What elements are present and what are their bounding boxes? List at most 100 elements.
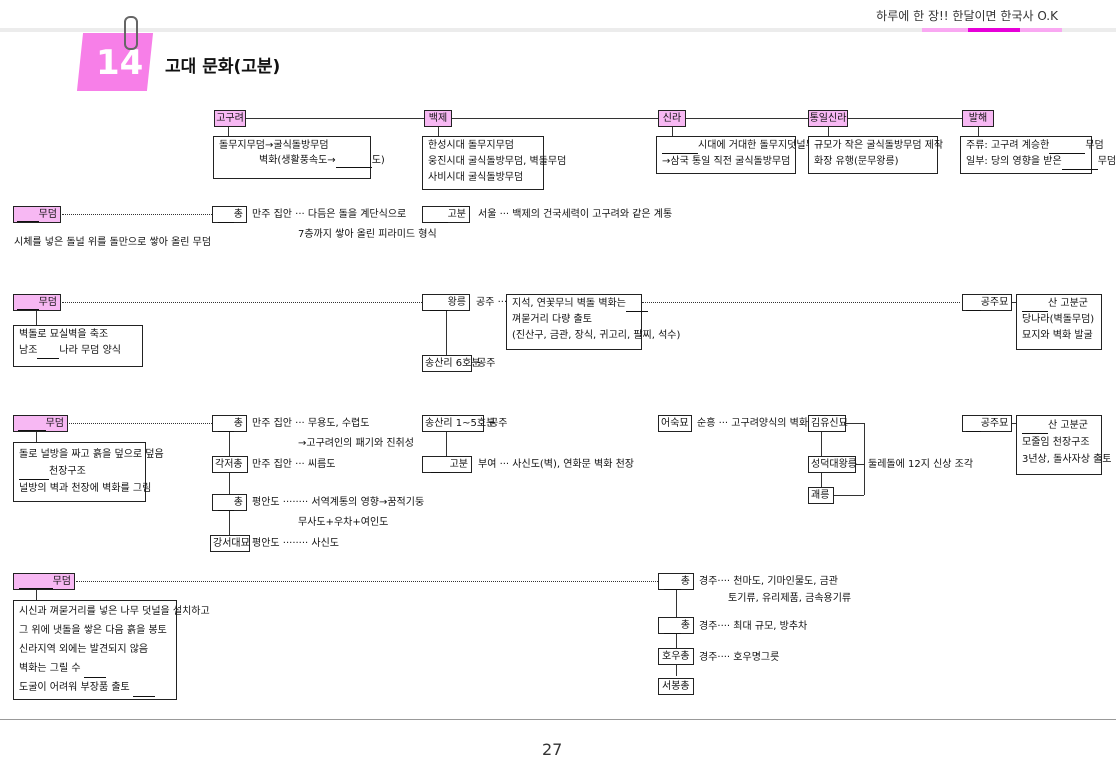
suffix: 왕릉 bbox=[447, 297, 466, 308]
blank bbox=[1022, 300, 1048, 312]
connector bbox=[36, 590, 37, 600]
connector bbox=[446, 432, 447, 456]
connector bbox=[1012, 302, 1016, 303]
r4-sl1-text2: 토기류, 유리제품, 금속용기류 bbox=[728, 593, 852, 604]
desc-text: 도굴이 어려워 부장품 출토 bbox=[19, 682, 130, 693]
col-silla: 신라 bbox=[658, 110, 686, 127]
r3-seongdeok-tomb: 성덕대왕릉 bbox=[808, 456, 857, 473]
suffix: 고분 bbox=[449, 459, 468, 470]
blank bbox=[430, 462, 450, 473]
desc-line: 돌로 널방을 짜고 흙을 덮으로 덮음 bbox=[19, 449, 164, 460]
loc-text: 공주 bbox=[476, 297, 495, 308]
blank bbox=[132, 685, 155, 697]
header-slogan: 하루에 한 장!! 한달이면 한국사 O.K bbox=[876, 9, 1058, 23]
blank bbox=[429, 212, 448, 223]
r4-sl1-tomb: 총 bbox=[658, 573, 694, 590]
label-text: 무덤 bbox=[38, 297, 57, 308]
desc-line: 산 고분군 bbox=[1022, 417, 1096, 434]
suffix: 공주묘 bbox=[980, 418, 1009, 429]
connector bbox=[1012, 423, 1016, 424]
desc-text: 산 고분군 bbox=[1048, 298, 1088, 309]
blank bbox=[83, 666, 106, 678]
r4-sl3-text: 경주···· 호우명그릇 bbox=[699, 652, 780, 663]
r3-eosukmyo: 어숙묘 bbox=[658, 415, 692, 432]
desc-line: 벽화는 그릴 수 bbox=[19, 659, 171, 678]
suffix: 공주묘 bbox=[980, 297, 1009, 308]
blank bbox=[37, 347, 60, 359]
blank bbox=[16, 210, 39, 222]
r3-ts-text: 둘레돌에 12지 신상 조각 bbox=[868, 459, 974, 470]
blank bbox=[664, 579, 681, 590]
desc-line: 천장구조 bbox=[19, 463, 140, 480]
desc-text: 나라 무덤 양식 bbox=[59, 345, 121, 356]
desc-line: 산 고분군 bbox=[1022, 296, 1096, 312]
r4-seobongchong: 서봉총 bbox=[658, 678, 694, 695]
dotted-connector bbox=[69, 423, 212, 424]
chapter-number: 14 bbox=[96, 43, 144, 83]
blank bbox=[966, 300, 981, 311]
blank bbox=[217, 212, 234, 223]
connector bbox=[834, 495, 864, 496]
r3-songsanri-1-5: 송산리 1~5호분 bbox=[422, 415, 495, 432]
desc-line: 널방의 벽과 천장에 벽화를 그림 bbox=[19, 483, 152, 494]
desc-text: 주류: 고구려 계승한 bbox=[966, 140, 1050, 151]
blank bbox=[335, 156, 372, 168]
r1-desc: 시체를 넣은 돌널 위를 돌만으로 쌓아 올린 무덤 bbox=[14, 237, 212, 248]
r1-label: 무덤 bbox=[13, 206, 61, 223]
desc-line: 지석, 연꽃무늬 벽돌 벽화는 bbox=[512, 296, 648, 312]
r2-balhae-tomb: 공주묘 bbox=[962, 294, 1012, 311]
blank bbox=[662, 142, 698, 154]
desc-line: 당나라(벽돌무덤) bbox=[1022, 314, 1095, 325]
blank bbox=[664, 623, 681, 634]
r2-baekje-royal-tomb: 왕릉 bbox=[422, 294, 470, 311]
desc-line: 규모가 작은 굴식돌방무덤 제작 bbox=[814, 140, 944, 151]
desc-text: 벽화(생활풍속도→ bbox=[259, 155, 336, 166]
desc-line: 사비시대 굴식돌방무덤 bbox=[428, 172, 524, 183]
connector bbox=[228, 127, 229, 136]
blank bbox=[17, 419, 46, 431]
r3-gog1-text2: →고구려인의 패기와 진취성 bbox=[298, 438, 414, 449]
r3-sl-text: 순흥 ··· 고구려양식의 벽화 bbox=[697, 418, 809, 429]
r2-baekje-b-loc: 공주 bbox=[477, 358, 496, 369]
connector bbox=[864, 423, 865, 495]
footer-divider bbox=[0, 719, 1116, 720]
r1-goguryeo-text2: 7층까지 쌓아 올린 피라미드 형식 bbox=[298, 229, 437, 240]
dotted-connector bbox=[62, 214, 212, 215]
r2-baekje-songsanri6: 송산리 6호분 bbox=[422, 355, 481, 372]
r2-baekje-loc: 공주 ··· bbox=[476, 297, 508, 308]
blank bbox=[217, 500, 234, 511]
r3-gangseo-daemyo: 강서대묘 bbox=[210, 535, 250, 552]
connector bbox=[828, 127, 829, 136]
silla-desc: 시대에 거대한 돌무지덧널무덤 →삼국 통일 직전 굴식돌방무덤 bbox=[656, 136, 824, 174]
r3-bj2-text: 부여 ··· 사신도(벽), 연화문 벽화 천장 bbox=[478, 459, 635, 470]
label-text: 무덤 bbox=[38, 209, 57, 220]
col-goguryeo: 고구려 bbox=[214, 110, 246, 127]
r3-gog1-tomb: 총 bbox=[212, 415, 247, 432]
header-magenta-strip bbox=[968, 28, 1020, 32]
blank bbox=[217, 421, 234, 432]
r3-balhae-tomb: 공주묘 bbox=[962, 415, 1012, 432]
r1-baekje-tomb: 고분 bbox=[422, 206, 470, 223]
desc-line: 벽화(생활풍속도→ 도) bbox=[219, 153, 385, 168]
baekje-desc: 한성시대 돌무지무덤 웅진시대 굴식돌방무덤, 벽돌무덤 사비시대 굴식돌방무덤 bbox=[422, 136, 566, 190]
blank bbox=[16, 298, 39, 310]
blank bbox=[625, 300, 648, 312]
desc-text: 도) bbox=[371, 155, 385, 166]
desc-line: 묘지와 벽화 발굴 bbox=[1022, 330, 1093, 341]
desc-line: 벽돌로 묘실벽을 축조 bbox=[19, 329, 109, 340]
r4-label: 무덤 bbox=[13, 573, 75, 590]
connector bbox=[846, 423, 864, 424]
r3-bj2-tomb: 고분 bbox=[422, 456, 472, 473]
connector bbox=[36, 311, 37, 325]
desc-text: 산 고분군 bbox=[1048, 420, 1088, 431]
desc-text: 천장구조 bbox=[49, 466, 86, 477]
desc-line: 돌무지무덤→굴식돌방무덤 bbox=[219, 140, 329, 151]
r3-gog1-text1: 만주 집안 ··· 무용도, 수렵도 bbox=[252, 418, 370, 429]
r3-gog2-text: 만주 집안 ··· 씨름도 bbox=[252, 459, 336, 470]
r1-goguryeo-text1: 만주 집안 ··· 다듬은 돌을 계단식으로 bbox=[252, 209, 407, 220]
connector bbox=[229, 432, 230, 536]
desc-line: 그 위에 냇돌을 쌓은 다음 흙을 봉토 bbox=[19, 625, 167, 636]
unified-silla-desc: 규모가 작은 굴식돌방무덤 제작 화장 유행(문무왕릉) bbox=[808, 136, 944, 174]
